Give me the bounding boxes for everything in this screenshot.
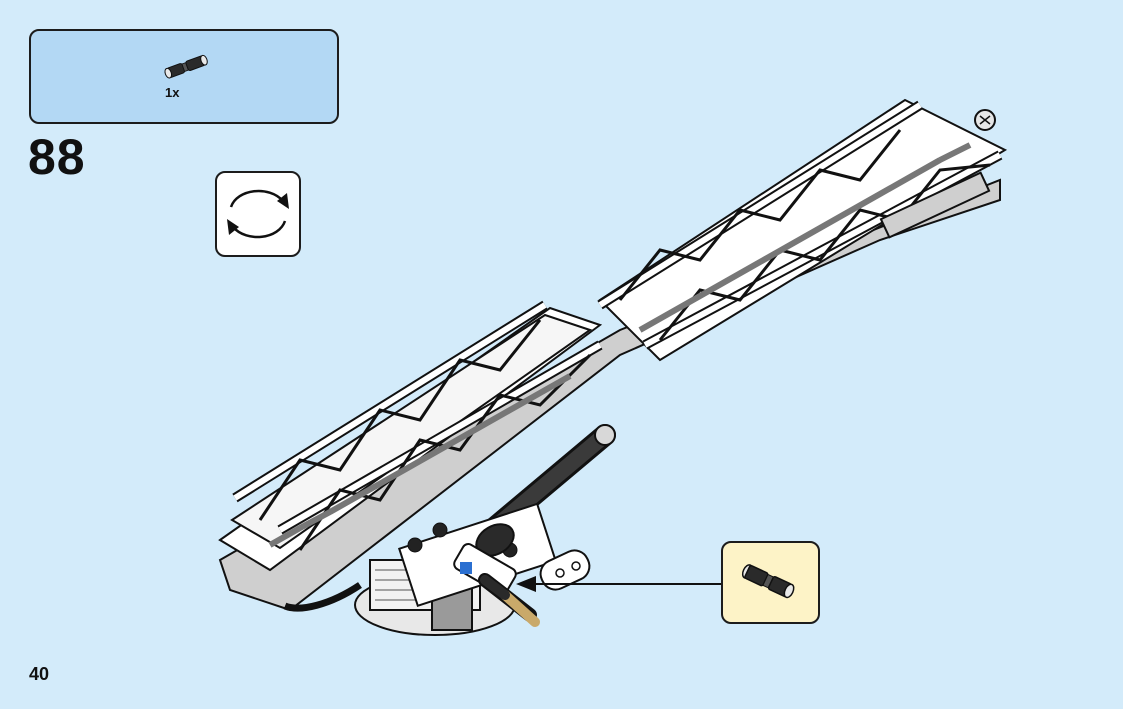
axle-pin-icon bbox=[723, 543, 818, 622]
page-number: 40 bbox=[29, 664, 49, 685]
callout-box bbox=[721, 541, 820, 624]
ladder-upper-section bbox=[600, 100, 1005, 360]
ladder-underside bbox=[220, 180, 1000, 610]
